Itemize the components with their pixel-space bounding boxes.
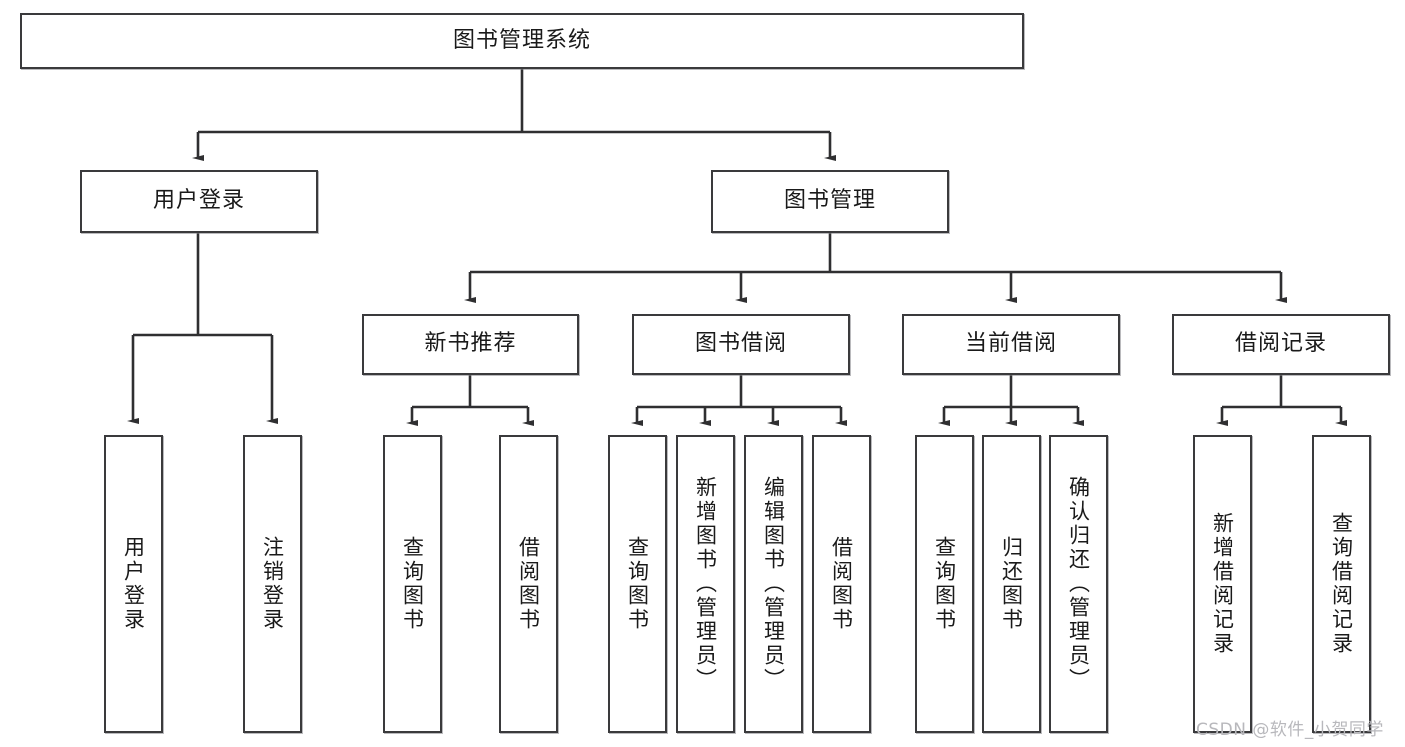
node-label: 查询借阅记录: [1329, 512, 1354, 656]
node-leaf-add-book[interactable]: 新增图书（管理员）: [676, 435, 735, 733]
node-new-book-recommend[interactable]: 新书推荐: [362, 314, 579, 375]
node-label: 借阅记录: [1234, 331, 1327, 357]
node-label: 查询图书: [400, 536, 425, 632]
node-label: 图书管理系统: [452, 27, 591, 53]
node-leaf-borrow-book-2[interactable]: 借阅图书: [812, 435, 871, 733]
node-label: 注销登录: [260, 536, 285, 632]
node-book-management-system[interactable]: 图书管理系统: [20, 13, 1024, 69]
node-label: 新书推荐: [424, 331, 517, 357]
node-label: 确认归还（管理员）: [1066, 476, 1091, 692]
node-leaf-query-book-2[interactable]: 查询图书: [608, 435, 667, 733]
node-label: 新增借阅记录: [1210, 512, 1235, 656]
node-label: 借阅图书: [829, 536, 854, 632]
node-label: 借阅图书: [516, 536, 541, 632]
node-leaf-borrow-book-1[interactable]: 借阅图书: [499, 435, 558, 733]
node-label: 新增图书（管理员）: [693, 476, 718, 692]
node-leaf-return-book[interactable]: 归还图书: [982, 435, 1041, 733]
node-book-management[interactable]: 图书管理: [711, 170, 949, 233]
node-borrow-record[interactable]: 借阅记录: [1172, 314, 1390, 375]
watermark-text: CSDN @软件_小贺同学: [1196, 720, 1384, 740]
node-leaf-query-book-3[interactable]: 查询图书: [915, 435, 974, 733]
node-user-login[interactable]: 用户登录: [80, 170, 318, 233]
node-leaf-query-book-1[interactable]: 查询图书: [383, 435, 442, 733]
node-label: 图书管理: [783, 188, 876, 214]
node-label: 查询图书: [932, 536, 957, 632]
node-label: 查询图书: [625, 536, 650, 632]
node-leaf-query-record[interactable]: 查询借阅记录: [1312, 435, 1371, 733]
node-label: 编辑图书（管理员）: [761, 476, 786, 692]
node-leaf-user-login[interactable]: 用户登录: [104, 435, 163, 733]
node-leaf-logout[interactable]: 注销登录: [243, 435, 302, 733]
node-current-borrow[interactable]: 当前借阅: [902, 314, 1120, 375]
node-leaf-edit-book[interactable]: 编辑图书（管理员）: [744, 435, 803, 733]
node-label: 图书借阅: [694, 331, 787, 357]
node-book-borrow[interactable]: 图书借阅: [632, 314, 850, 375]
node-label: 当前借阅: [964, 331, 1057, 357]
node-leaf-confirm-return[interactable]: 确认归还（管理员）: [1049, 435, 1108, 733]
node-label: 用户登录: [121, 536, 146, 632]
node-leaf-add-record[interactable]: 新增借阅记录: [1193, 435, 1252, 733]
node-label: 用户登录: [152, 188, 245, 214]
node-label: 归还图书: [999, 536, 1024, 632]
